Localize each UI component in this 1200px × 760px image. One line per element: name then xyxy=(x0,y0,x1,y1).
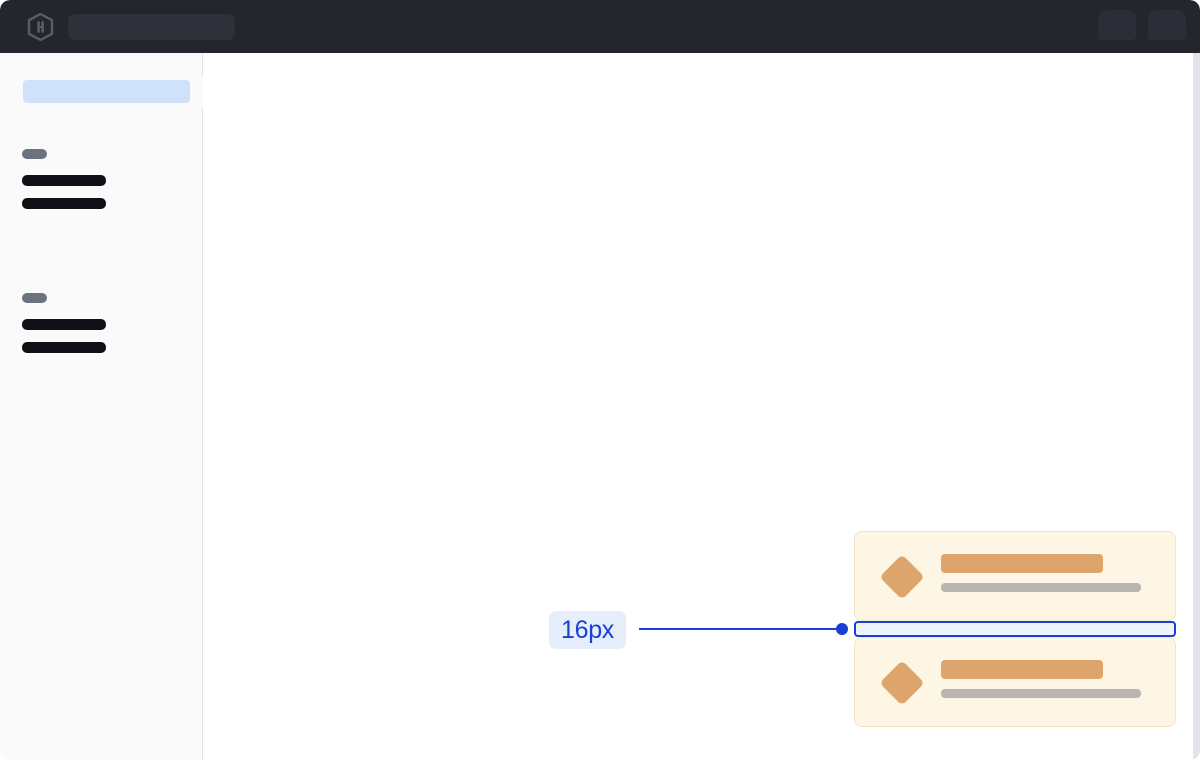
sidebar xyxy=(0,53,203,760)
top-navigation-bar xyxy=(0,0,1200,53)
topbar-right-actions xyxy=(1098,10,1186,40)
sidebar-item-label[interactable] xyxy=(22,319,106,330)
measurement-leader-line xyxy=(639,628,841,630)
measurement-anchor-dot xyxy=(836,623,848,635)
vertical-scrollbar[interactable] xyxy=(1193,53,1200,760)
inspected-card-1[interactable] xyxy=(854,531,1176,621)
hashicorp-hexagon-logo-icon[interactable] xyxy=(27,12,54,42)
profile-chip-1[interactable] xyxy=(1098,10,1136,40)
measurement-value-badge: 16px xyxy=(549,611,627,649)
sidebar-item-selected[interactable] xyxy=(23,80,190,103)
search-input[interactable] xyxy=(68,14,235,40)
card-secondary-text xyxy=(941,689,1141,698)
card-secondary-text xyxy=(941,583,1141,592)
sidebar-group-1 xyxy=(22,149,106,221)
inspected-card-2[interactable] xyxy=(854,637,1176,727)
diamond-icon xyxy=(879,660,925,706)
spacing-highlight-box xyxy=(854,621,1176,637)
profile-chip-2[interactable] xyxy=(1148,10,1186,40)
sidebar-group-heading xyxy=(22,293,47,303)
card-content xyxy=(941,660,1141,698)
diamond-icon xyxy=(879,554,925,600)
card-primary-text xyxy=(941,660,1103,679)
card-primary-text xyxy=(941,554,1103,573)
card-content xyxy=(941,554,1141,592)
sidebar-group-heading xyxy=(22,149,47,159)
sidebar-item-label[interactable] xyxy=(22,198,106,209)
sidebar-item-label[interactable] xyxy=(22,175,106,186)
sidebar-item-label[interactable] xyxy=(22,342,106,353)
sidebar-group-2 xyxy=(22,293,106,365)
